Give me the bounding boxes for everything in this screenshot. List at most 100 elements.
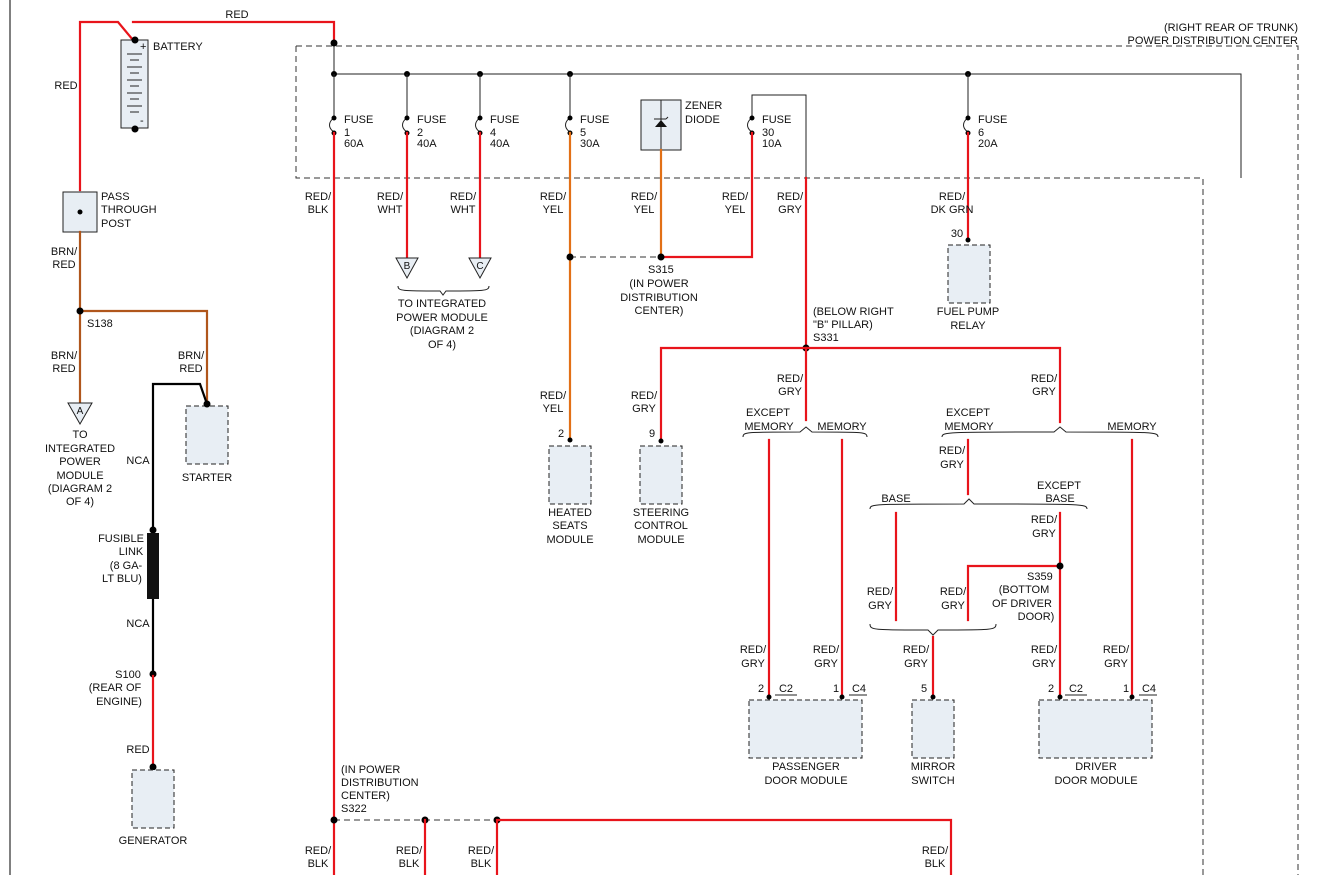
fuse-1-wire-label-1: RED/ xyxy=(305,191,332,203)
nca-wire xyxy=(151,382,209,675)
right-red-gry-label-2: GRY xyxy=(1032,386,1056,398)
nca-label-2: NCA xyxy=(126,618,150,630)
fusible-link-top-terminal xyxy=(149,526,157,534)
fusible-link-label-4: LT BLU) xyxy=(102,573,142,585)
mirror-branch-red-gry-2: GRY xyxy=(941,600,965,612)
mirror-label-1: MIRROR xyxy=(911,761,956,773)
nca-label-1: NCA xyxy=(126,455,150,467)
mirror-switch xyxy=(911,699,955,759)
zener-label-2: DIODE xyxy=(685,114,720,126)
mirror-branch-red-gry-1: RED/ xyxy=(940,586,967,598)
connector-a xyxy=(67,402,93,426)
brn-red-wires xyxy=(78,230,209,404)
driver-conn-b: C4 xyxy=(1142,683,1156,695)
fuse-4-l3: 40A xyxy=(490,138,510,150)
base-label: BASE xyxy=(881,493,910,505)
fuse-4-l2: 4 xyxy=(490,127,496,139)
zener-wire-label-1: RED/ xyxy=(631,191,658,203)
fuse-5-l3: 30A xyxy=(580,138,600,150)
fuse-5-wire-label-2: YEL xyxy=(543,204,564,216)
steering-terminal xyxy=(658,438,664,444)
s359-label-3: OF DRIVER xyxy=(992,598,1052,610)
driver-option-brace xyxy=(941,426,1159,438)
passenger-c2-red-gry-2: GRY xyxy=(741,658,765,670)
splice-s100 xyxy=(149,670,157,678)
passenger-door-label-2: DOOR MODULE xyxy=(764,775,847,787)
fuse-1-l3: 60A xyxy=(344,138,364,150)
steering-red-gry-label-1: RED/ xyxy=(631,390,658,402)
zener-diode xyxy=(640,99,682,151)
fuel-pump-terminal xyxy=(965,237,971,243)
mirror-red-gry-2: GRY xyxy=(904,658,928,670)
s322-label-3: CENTER) xyxy=(341,790,390,802)
passenger-terminal-a xyxy=(766,694,772,700)
s359-label-2: (BOTTOM xyxy=(999,584,1050,596)
splice-s138 xyxy=(76,307,84,315)
passenger-c4-red-gry-1: RED/ xyxy=(813,644,840,656)
driver-except-memory-label: MEMORY xyxy=(944,421,994,433)
fuse-1-l1: FUSE xyxy=(344,114,373,126)
battery-label: BATTERY xyxy=(153,41,203,53)
fusible-link xyxy=(147,533,159,599)
heated-seats-label-3: MODULE xyxy=(546,534,593,546)
fuel-pump-relay xyxy=(947,244,991,304)
fuse-30-l1: FUSE xyxy=(762,114,791,126)
steering-control-module xyxy=(639,445,683,505)
fuel-pump-label-1: FUEL PUMP xyxy=(937,306,1000,318)
fuse-2-wire-label-2: WHT xyxy=(377,204,402,216)
zener-label-1: ZENER xyxy=(685,100,722,112)
pdc-outline-left xyxy=(295,46,1204,875)
splice-s359 xyxy=(1056,562,1064,570)
brn-red-label-3a: BRN/ xyxy=(178,350,205,362)
fuse-5-wire-label-1: RED/ xyxy=(540,191,567,203)
steering-pin: 9 xyxy=(649,428,655,440)
s322-label-4: S322 xyxy=(341,803,367,815)
steering-label-1: STEERING xyxy=(633,507,689,519)
fuse-6-wire-label-1: RED/ xyxy=(939,191,966,203)
s322-red-blk-4a: RED/ xyxy=(922,845,949,857)
base-option-wires xyxy=(894,511,1062,699)
driver-terminal-a xyxy=(1057,694,1063,700)
fuse-6-l3: 20A xyxy=(978,138,998,150)
s315-label-3: DISTRIBUTION xyxy=(620,292,698,304)
right-red-gry-label-1: RED/ xyxy=(1031,373,1058,385)
s331-red-gry-label-2: GRY xyxy=(778,386,802,398)
s322-node-1 xyxy=(330,816,338,824)
red-gry-top-label-1: RED/ xyxy=(777,191,804,203)
driver-except-red-gry-2: GRY xyxy=(940,459,964,471)
fuse-2-wire-label-1: RED/ xyxy=(377,191,404,203)
s331-label-2: "B" PILLAR) xyxy=(813,319,873,331)
driver-except-label: EXCEPT xyxy=(946,407,990,419)
s315-node-left xyxy=(566,253,574,261)
pass-through-label-3: POST xyxy=(101,218,131,230)
fuse-4 xyxy=(475,74,483,136)
battery-symbol xyxy=(120,36,149,133)
fuse-30-wire-label-2: YEL xyxy=(725,204,746,216)
mirror-red-gry-1: RED/ xyxy=(903,644,930,656)
passenger-memory-label: MEMORY xyxy=(817,421,867,433)
fuse-4-l1: FUSE xyxy=(490,114,519,126)
fuse-30 xyxy=(747,94,807,178)
driver-pin-a: 2 xyxy=(1048,683,1054,695)
s138-label: S138 xyxy=(87,318,113,330)
fuse-6-wire-label-2: DK GRN xyxy=(931,204,974,216)
driver-memory-label: MEMORY xyxy=(1107,421,1157,433)
generator-terminal xyxy=(149,763,157,771)
heated-seats-label-2: SEATS xyxy=(552,520,587,532)
passenger-conn-a: C2 xyxy=(779,683,793,695)
s322-red-blk-2a: RED/ xyxy=(396,845,423,857)
s315-node-right xyxy=(657,253,665,261)
fuse-4-wire-label-1: RED/ xyxy=(450,191,477,203)
s322-label-2: DISTRIBUTION xyxy=(341,777,419,789)
driver-except-red-gry-1: RED/ xyxy=(939,445,966,457)
s322-red-blk-2b: BLK xyxy=(399,858,420,870)
fuse-2-l2: 2 xyxy=(417,127,423,139)
fusible-link-label-3: (8 GA- xyxy=(110,560,143,572)
battery-wire-left-label: RED xyxy=(54,80,77,92)
passenger-terminal-b xyxy=(839,694,845,700)
driver-c4-red-gry-1: RED/ xyxy=(1103,644,1130,656)
connector-a-label-3: POWER xyxy=(59,456,101,468)
except-base-label-2: BASE xyxy=(1045,493,1074,505)
